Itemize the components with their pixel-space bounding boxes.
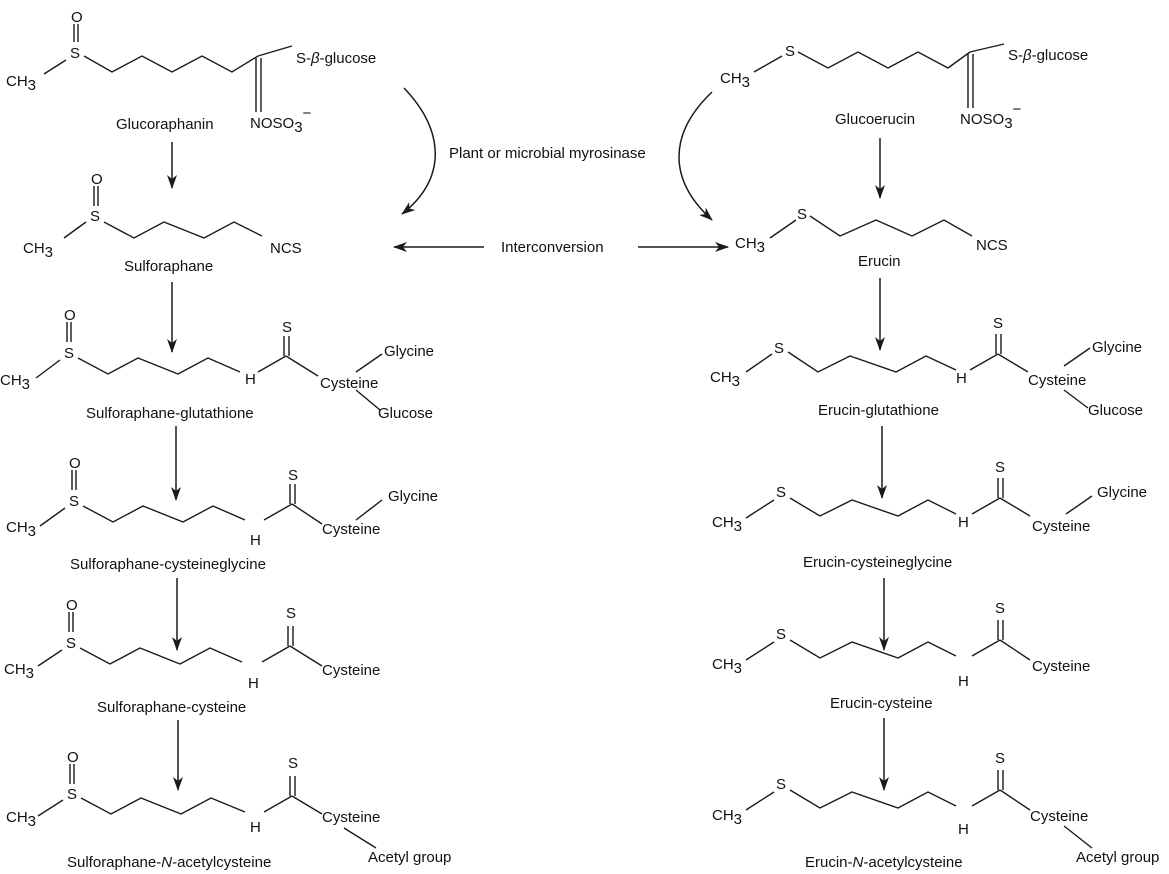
atom-nh: H bbox=[250, 532, 261, 549]
cysteine-label: Cysteine bbox=[1032, 658, 1090, 675]
sulforaphane-glutathione-name: Sulforaphane-glutathione bbox=[86, 405, 254, 422]
atom-o: O bbox=[64, 307, 76, 324]
ch3-label: CH3 bbox=[6, 519, 36, 540]
atom-nh: H bbox=[956, 370, 967, 387]
erucin-glutathione-structure: CH3 S H S Cysteine Glycine Glucose bbox=[710, 315, 1143, 419]
atom-s: S bbox=[67, 786, 77, 803]
myrosinase-arrow-left bbox=[401, 87, 436, 215]
atom-s: S bbox=[995, 750, 1005, 767]
erucin-nac-name: Erucin-N-acetylcysteine bbox=[805, 854, 963, 871]
ch3-label: CH3 bbox=[720, 70, 750, 91]
atom-s: S bbox=[64, 345, 74, 362]
atom-s: S bbox=[774, 340, 784, 357]
atom-s: S bbox=[785, 43, 795, 60]
ch3-label: CH3 bbox=[0, 372, 30, 393]
atom-s: S bbox=[776, 484, 786, 501]
atom-s: S bbox=[90, 208, 100, 225]
sulforaphane-glutathione-structure: O S CH3 H S Cysteine Glycine Glucose bbox=[0, 307, 434, 422]
ch3-label: CH3 bbox=[6, 809, 36, 830]
atom-nh: H bbox=[250, 819, 261, 836]
nososo3-label: NOSO3− bbox=[960, 101, 1022, 132]
ch3-label: CH3 bbox=[710, 369, 740, 390]
glucose-label: Glucose bbox=[1088, 402, 1143, 419]
cysteine-label: Cysteine bbox=[322, 521, 380, 538]
sulforaphane-name: Sulforaphane bbox=[124, 258, 213, 275]
erucin-cysteine-name: Erucin-cysteine bbox=[830, 695, 933, 712]
sulforaphane-structure: O S CH3 NCS bbox=[23, 171, 302, 261]
erucin-name: Erucin bbox=[858, 253, 901, 270]
cysteine-label: Cysteine bbox=[1028, 372, 1086, 389]
atom-s: S bbox=[995, 600, 1005, 617]
interconversion-label: Interconversion bbox=[501, 239, 604, 256]
atom-o: O bbox=[71, 9, 83, 26]
sulforaphane-nac-structure: O S CH3 H S Cysteine Acetyl group bbox=[6, 749, 451, 866]
atom-s: S bbox=[776, 776, 786, 793]
sulforaphane-nac-name: Sulforaphane-N-acetylcysteine bbox=[67, 854, 271, 871]
glucose-link: S-β-glucose bbox=[296, 50, 376, 67]
atom-nh: H bbox=[958, 821, 969, 838]
atom-s: S bbox=[70, 45, 80, 62]
atom-o: O bbox=[69, 455, 81, 472]
erucin-cysteine-structure: CH3 S H S Cysteine bbox=[712, 600, 1090, 690]
ncs-label: NCS bbox=[270, 240, 302, 257]
atom-nh: H bbox=[245, 371, 256, 388]
atom-s: S bbox=[288, 755, 298, 772]
ch3-label: CH3 bbox=[4, 661, 34, 682]
glucoraphanin-name: Glucoraphanin bbox=[116, 116, 214, 133]
myrosinase-label: Plant or microbial myrosinase bbox=[449, 145, 646, 162]
glucoraphanin-structure: O S CH3 S-β-glucose NOSO3− bbox=[6, 9, 376, 136]
ch3-label: CH3 bbox=[6, 73, 36, 94]
sulforaphane-cysteine-structure: O S CH3 H S Cysteine bbox=[4, 597, 380, 692]
erucin-cysteineglycine-structure: CH3 S H S Cysteine Glycine bbox=[712, 459, 1147, 535]
atom-s: S bbox=[776, 626, 786, 643]
sulforaphane-cysteine-name: Sulforaphane-cysteine bbox=[97, 699, 246, 716]
atom-s: S bbox=[993, 315, 1003, 332]
cysteine-label: Cysteine bbox=[1032, 518, 1090, 535]
ch3-label: CH3 bbox=[712, 656, 742, 677]
sulforaphane-cysteineglycine-name: Sulforaphane-cysteineglycine bbox=[70, 556, 266, 573]
atom-s: S bbox=[286, 605, 296, 622]
erucin-structure: CH3 S NCS bbox=[735, 206, 1008, 256]
sulforaphane-cysteineglycine-structure: O S CH3 H S Cysteine Glycine bbox=[6, 455, 438, 549]
ch3-label: CH3 bbox=[712, 514, 742, 535]
glucoerucin-structure: CH3 S S-β-glucose NOSO3− bbox=[720, 43, 1088, 132]
cysteine-label: Cysteine bbox=[322, 809, 380, 826]
atom-s: S bbox=[797, 206, 807, 223]
glucose-label: Glucose bbox=[378, 405, 433, 422]
atom-nh: H bbox=[958, 514, 969, 531]
atom-s: S bbox=[288, 467, 298, 484]
atom-nh: H bbox=[958, 673, 969, 690]
myrosinase-arrow-right bbox=[678, 91, 713, 221]
glycine-label: Glycine bbox=[384, 343, 434, 360]
acetyl-label: Acetyl group bbox=[1076, 849, 1159, 866]
glycine-label: Glycine bbox=[1092, 339, 1142, 356]
nososo3-label: NOSO3− bbox=[250, 105, 312, 136]
glucoerucin-name: Glucoerucin bbox=[835, 111, 915, 128]
atom-s: S bbox=[995, 459, 1005, 476]
cysteine-label: Cysteine bbox=[1030, 808, 1088, 825]
atom-o: O bbox=[66, 597, 78, 614]
atom-o: O bbox=[91, 171, 103, 188]
atom-o: O bbox=[67, 749, 79, 766]
glucose-link: S-β-glucose bbox=[1008, 47, 1088, 64]
cysteine-label: Cysteine bbox=[320, 375, 378, 392]
erucin-nac-structure: CH3 S H S Cysteine Acetyl group bbox=[712, 750, 1159, 866]
ch3-label: CH3 bbox=[735, 235, 765, 256]
erucin-glutathione-name: Erucin-glutathione bbox=[818, 402, 939, 419]
ch3-label: CH3 bbox=[23, 240, 53, 261]
atom-s: S bbox=[66, 635, 76, 652]
atom-s: S bbox=[69, 493, 79, 510]
atom-s: S bbox=[282, 319, 292, 336]
glycine-label: Glycine bbox=[388, 488, 438, 505]
cysteine-label: Cysteine bbox=[322, 662, 380, 679]
ch3-label: CH3 bbox=[712, 807, 742, 828]
glycine-label: Glycine bbox=[1097, 484, 1147, 501]
ncs-label: NCS bbox=[976, 237, 1008, 254]
erucin-cysteineglycine-name: Erucin-cysteineglycine bbox=[803, 554, 952, 571]
acetyl-label: Acetyl group bbox=[368, 849, 451, 866]
atom-nh: H bbox=[248, 675, 259, 692]
